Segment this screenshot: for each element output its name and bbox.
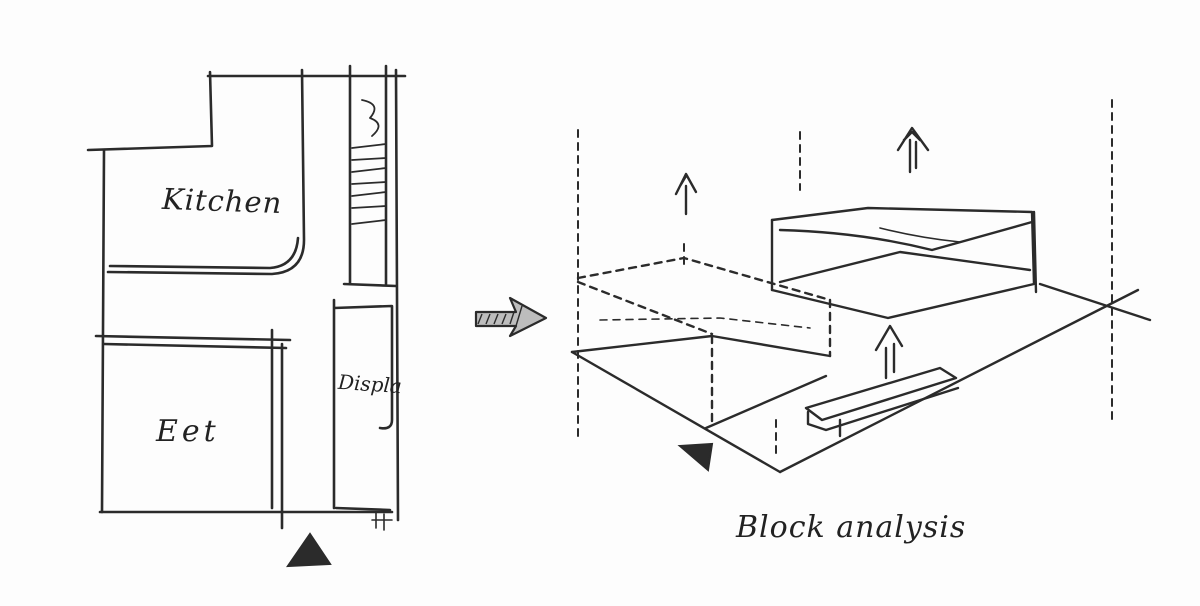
eat-inner-top	[102, 342, 288, 350]
kitchen-right-wall	[106, 68, 306, 276]
eat-label: Eet	[156, 414, 220, 449]
stair-base	[342, 282, 398, 288]
plan-right-wall	[394, 68, 400, 522]
entry-triangle-icon-2	[677, 442, 714, 472]
block-analysis-caption: Block analysis	[736, 510, 967, 545]
front-slab	[804, 366, 960, 438]
kitchen-inner-wall	[108, 236, 300, 270]
kitchen-label: Kitchen	[161, 181, 283, 221]
lower-block	[570, 256, 832, 430]
ground-back-line	[1038, 282, 1152, 322]
plan-left-wall	[100, 148, 106, 514]
display-label: Displa	[337, 369, 403, 399]
ground-right-edge	[778, 288, 1140, 474]
entry-triangle-icon	[286, 532, 332, 568]
ground-front-edge	[570, 350, 782, 474]
plan-left-notch	[86, 70, 214, 152]
guide-lines	[577, 99, 1113, 457]
display-box	[332, 298, 394, 512]
eat-top-wall	[94, 334, 292, 342]
plan-corner-ticks	[371, 511, 393, 531]
floor-plan	[86, 64, 407, 531]
stair-treads	[351, 99, 387, 225]
up-arrow-icon	[674, 172, 698, 216]
block-axonometric	[570, 99, 1152, 474]
up-arrow-icon-3	[874, 324, 904, 380]
upper-block	[770, 206, 1038, 320]
approach-arrow-icon	[474, 296, 548, 338]
up-arrow-icon-2	[896, 126, 930, 174]
